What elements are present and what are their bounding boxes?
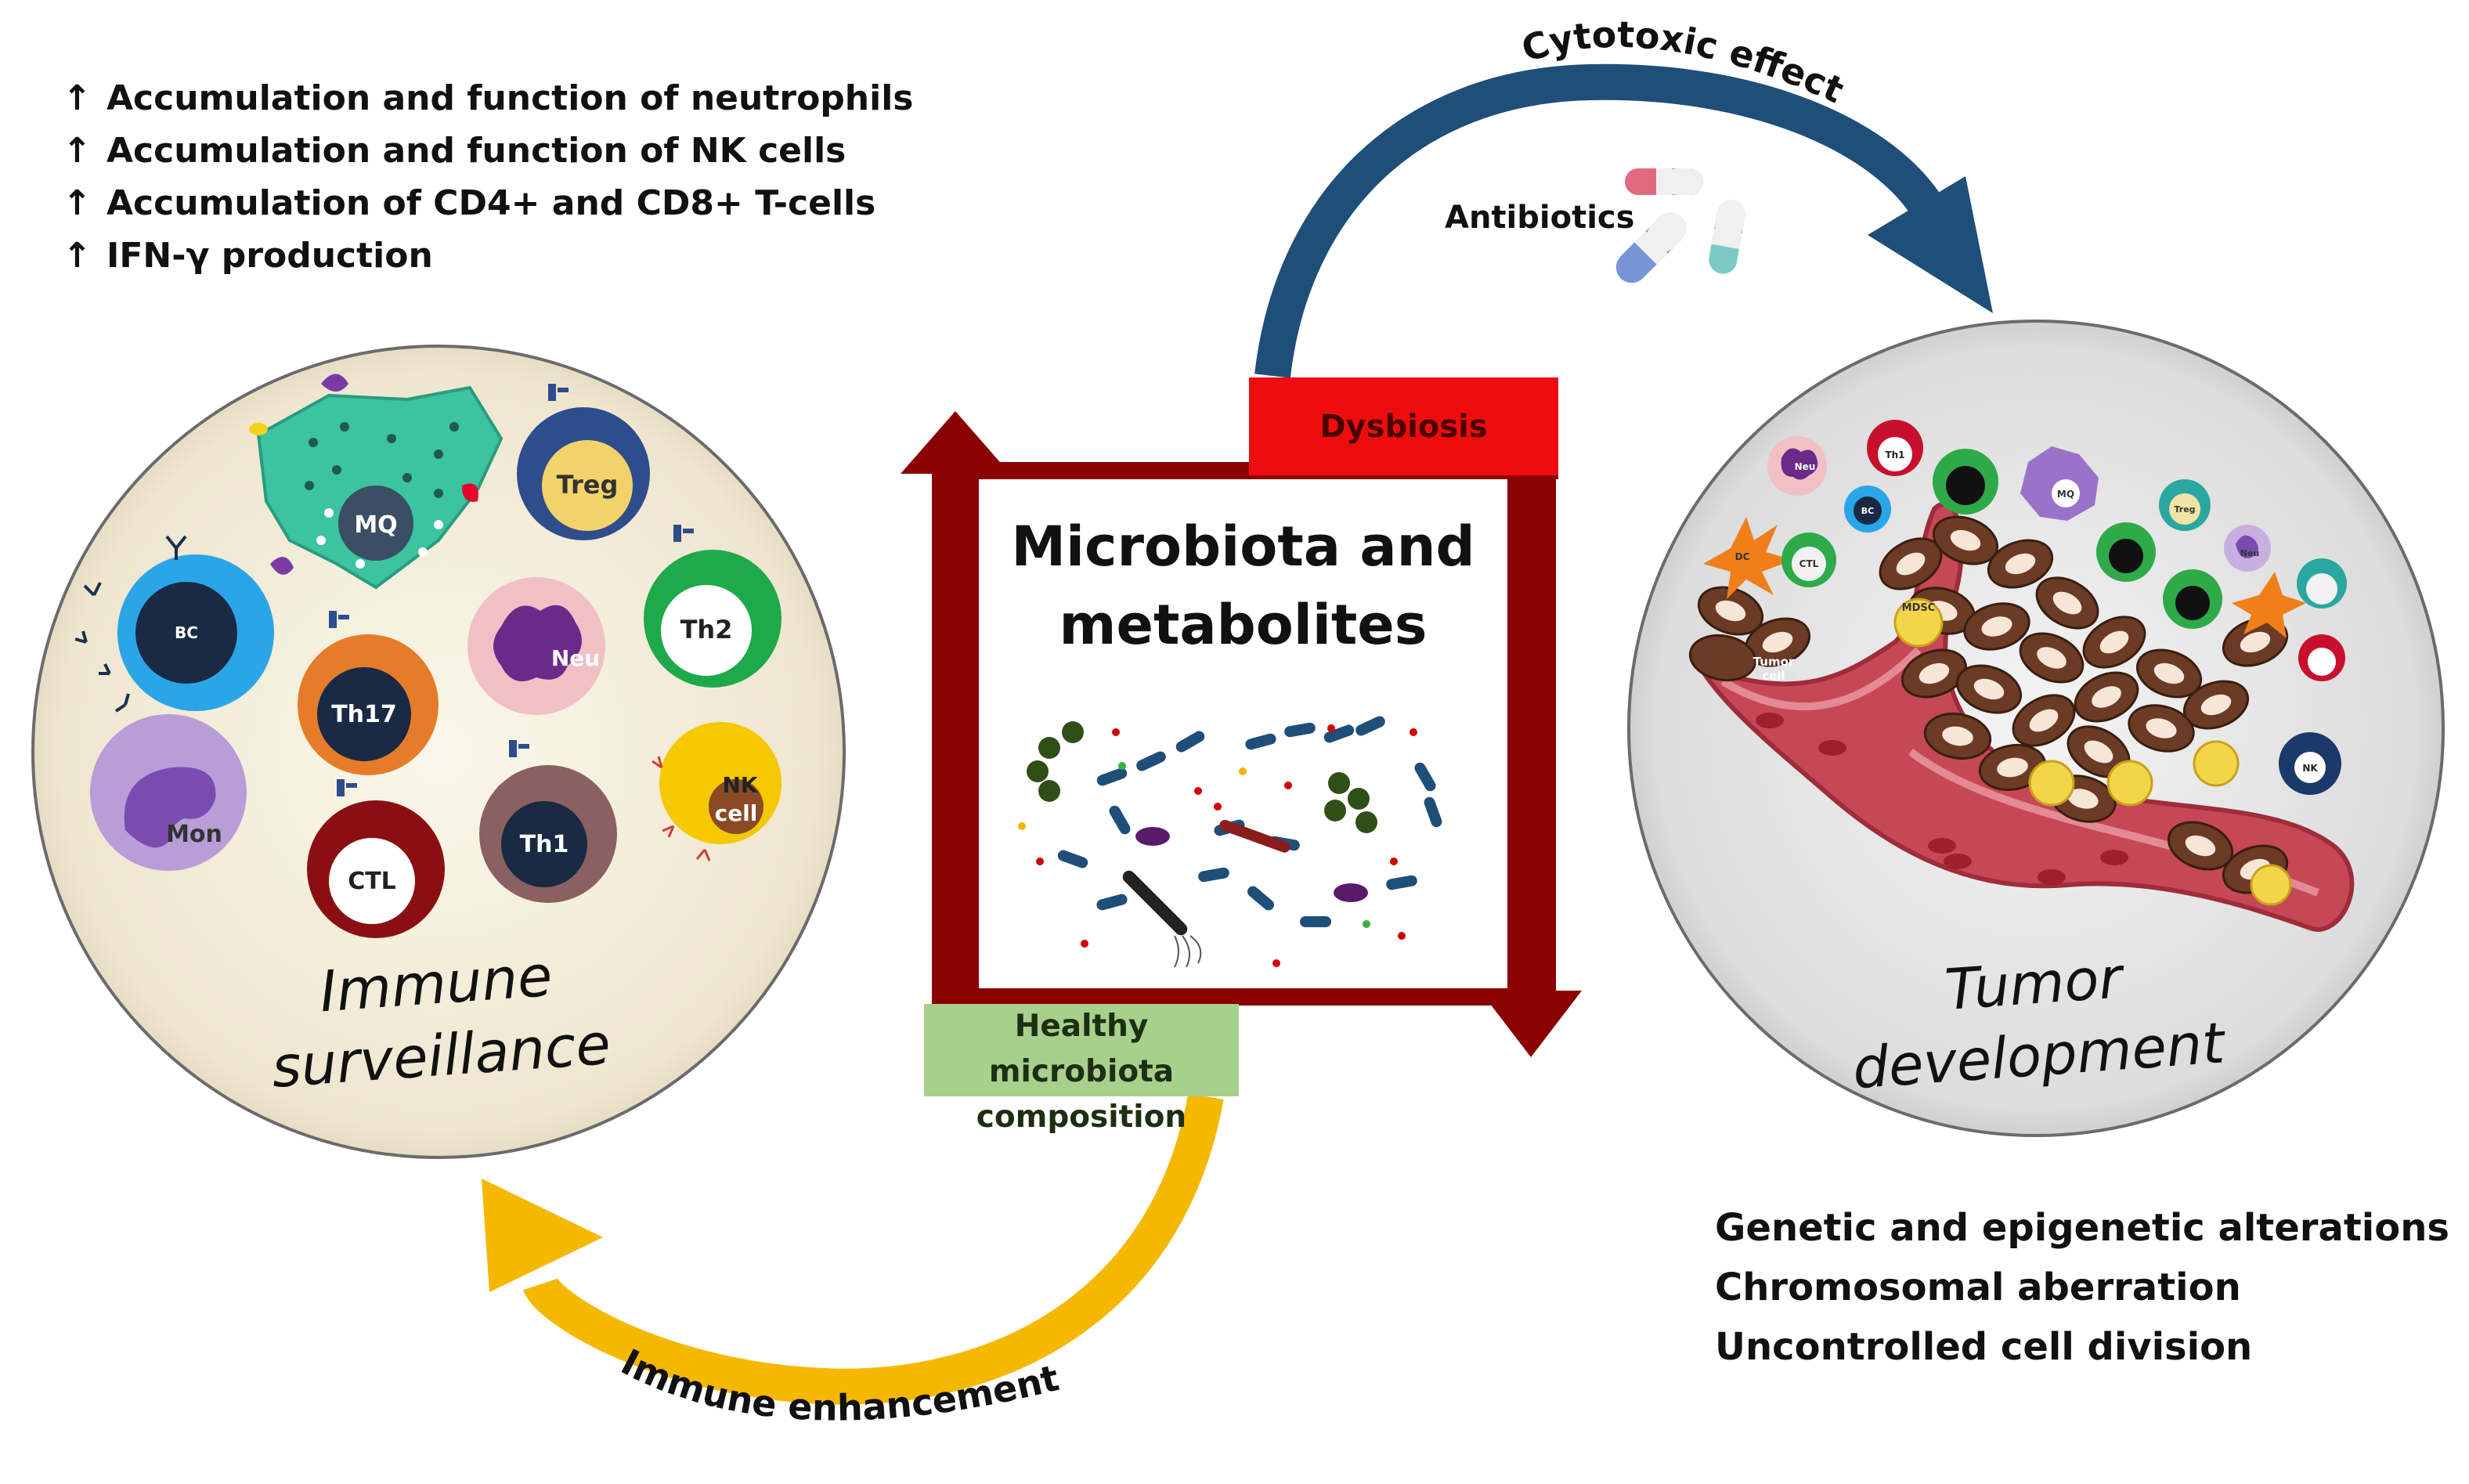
mdsc-cells xyxy=(1893,598,2292,906)
tumor-development-circle: MDSC Tumor cell Neu Th1 BC MQ xyxy=(1627,320,2445,1137)
healthy-line2: composition xyxy=(976,1099,1187,1135)
r-treg-cell xyxy=(2159,479,2211,531)
th1-cell xyxy=(479,740,617,903)
immune-effect-item: ↑Accumulation and function of NK cells xyxy=(63,125,913,177)
th1-label: Th1 xyxy=(520,831,569,858)
r-nk-label: NK xyxy=(2302,763,2318,774)
r-th-cells xyxy=(2096,522,2347,681)
nk-cell xyxy=(652,722,781,861)
immune-effects-list: ↑Accumulation and function of neutrophil… xyxy=(63,72,913,282)
tumor-effects-list: Genetic and epigenetic alterations Chrom… xyxy=(1715,1198,2449,1377)
neutrophil-label: Neu xyxy=(551,645,600,671)
tumor-cell-label-1: Tumor xyxy=(1753,655,1795,669)
mdsc-label: MDSC xyxy=(1902,602,1936,614)
th2-cell xyxy=(644,525,781,688)
r-nk-cell xyxy=(2279,732,2341,795)
immune-surveillance-label: Immune surveillance xyxy=(269,942,613,1100)
b-cell-label: BC xyxy=(175,623,198,642)
r-bc-cell xyxy=(1844,486,1891,533)
up-arrow-icon: ↑ xyxy=(63,78,92,118)
pill-icons xyxy=(1615,168,1745,283)
tumor-effect-item: Uncontrolled cell division xyxy=(1715,1325,2253,1369)
up-arrow-icon: ↑ xyxy=(63,131,92,171)
th2-label: Th2 xyxy=(680,615,733,645)
antibiotics-label: Antibiotics xyxy=(1445,200,1635,236)
th17-cell xyxy=(298,611,439,775)
r-mq-label: MQ xyxy=(2057,489,2074,500)
monocyte-cell xyxy=(90,714,247,871)
macrophage-cell xyxy=(249,374,504,590)
cytotoxic-arrow xyxy=(1254,63,1993,378)
center-title-line2: metabolites xyxy=(1059,593,1428,657)
r-mq-cell xyxy=(2020,446,2099,521)
up-arrow-icon: ↑ xyxy=(63,236,92,276)
r-ctl-label: CTL xyxy=(1799,558,1819,569)
r-green-cell xyxy=(1933,449,1998,515)
center-frame xyxy=(901,411,1582,1057)
healthy-microbiota-box: Healthy microbiota composition xyxy=(924,1004,1239,1135)
tumor-development-label: Tumor development xyxy=(1850,944,2227,1102)
r-dc-label: DC xyxy=(1735,551,1750,562)
immune-effect-item: ↑Accumulation and function of neutrophil… xyxy=(63,72,913,125)
tumor-effect-item: Genetic and epigenetic alterations xyxy=(1715,1206,2449,1250)
monocyte-label: Mon xyxy=(166,821,222,848)
healthy-line1: Healthy microbiota xyxy=(988,1009,1175,1089)
tumor-effect-item: Chromosomal aberration xyxy=(1715,1266,2241,1309)
b-cell xyxy=(74,535,274,713)
up-arrow-icon: ↑ xyxy=(63,183,92,223)
r-th1-cell xyxy=(1867,420,1923,476)
treg-cell xyxy=(517,384,650,540)
immune-surveillance-circle: MQ Treg BC Th2 xyxy=(31,345,846,1159)
microbes xyxy=(1018,716,1442,968)
r-dc-cell xyxy=(1703,517,1793,599)
nk-label-1: NK xyxy=(722,772,758,798)
r-th1-label: Th1 xyxy=(1885,450,1904,460)
dysbiosis-label: Dysbiosis xyxy=(1319,408,1488,445)
dysbiosis-box: Dysbiosis xyxy=(1249,377,1558,475)
r-neu2-cell xyxy=(2224,525,2271,572)
r-treg-label: Treg xyxy=(2174,504,2195,515)
r-neu-cell xyxy=(1767,436,1827,496)
neutrophil-cell xyxy=(467,577,605,715)
center-title-line1: Microbiota and xyxy=(1011,515,1475,579)
th17-label: Th17 xyxy=(331,701,397,728)
immune-effect-item: ↑Accumulation of CD4+ and CD8+ T-cells xyxy=(63,177,913,229)
treg-label: Treg xyxy=(557,470,619,500)
nk-label-2: cell xyxy=(715,800,758,826)
r-bc-label: BC xyxy=(1861,506,1874,516)
ctl-label: CTL xyxy=(348,868,396,895)
center-title: Microbiota and metabolites xyxy=(979,507,1507,664)
enhancement-arrow xyxy=(482,1092,1224,1405)
immune-effect-item: ↑IFN-γ production xyxy=(63,229,913,282)
r-ctl-cell xyxy=(1781,533,1836,587)
r-neu2-label: Neu xyxy=(2240,548,2260,558)
r-neu-label: Neu xyxy=(1795,461,1816,472)
ctl-cell xyxy=(307,779,445,938)
macrophage-label: MQ xyxy=(354,511,397,539)
tumor-cell-label-2: cell xyxy=(1762,669,1785,683)
